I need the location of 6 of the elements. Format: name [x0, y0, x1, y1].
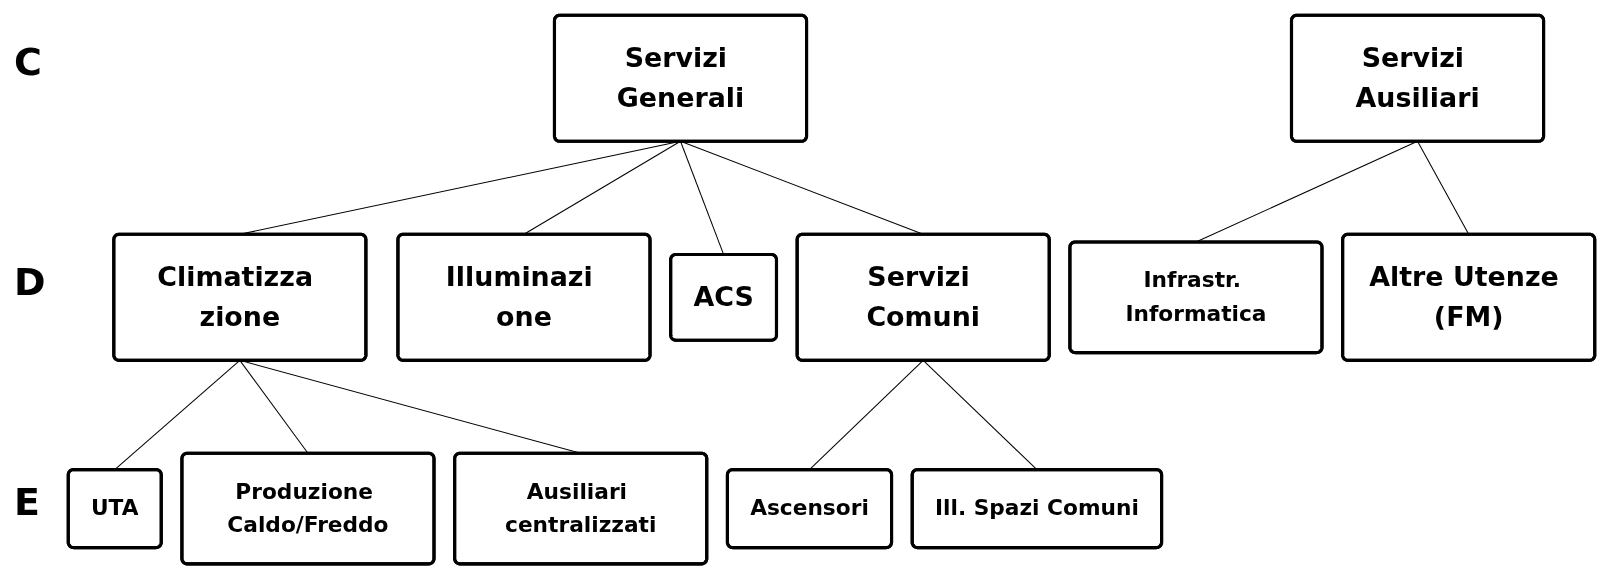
connector — [808, 360, 924, 471]
level-label: D — [14, 260, 46, 304]
level-label: E — [14, 480, 40, 524]
connector — [114, 360, 241, 471]
connector — [922, 360, 1038, 471]
level-label: C — [14, 40, 42, 84]
